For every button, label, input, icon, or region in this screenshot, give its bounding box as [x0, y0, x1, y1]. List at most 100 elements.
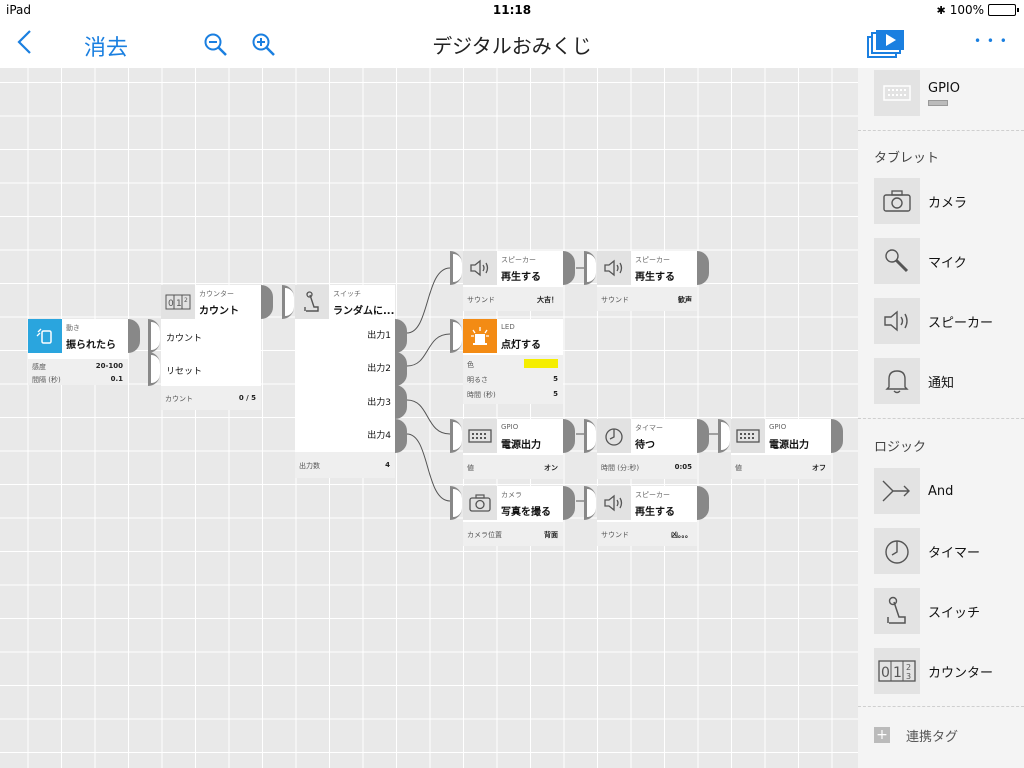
param-value[interactable]: オン — [544, 464, 558, 472]
divider — [858, 130, 1024, 131]
speaker1-out-port[interactable] — [563, 251, 575, 285]
switch-in-port[interactable] — [282, 285, 294, 319]
block-timer[interactable]: タイマー 待つ 時間 (分:秒)0:05 — [597, 419, 697, 479]
palette-label: And — [928, 483, 954, 499]
block-name: 点灯する — [501, 340, 541, 351]
block-speaker-2[interactable]: スピーカー 再生する サウンド歓声 — [597, 251, 697, 311]
palette-mic[interactable]: マイク — [874, 238, 967, 284]
block-gpio-2[interactable]: GPIO 電源出力 値オフ — [731, 419, 831, 479]
block-category: スピーカー — [501, 256, 536, 264]
speaker1-in-port[interactable] — [450, 251, 462, 285]
wire-switch-out2-led — [406, 333, 451, 367]
param-key: カメラ位置 — [467, 531, 502, 539]
speaker3-out-port[interactable] — [697, 486, 709, 520]
palette-label: カウンター — [928, 665, 994, 681]
param-value[interactable]: 0.1 — [110, 375, 123, 383]
back-button[interactable] — [14, 28, 34, 60]
block-name: 再生する — [501, 272, 541, 283]
param-key: 間隔 (秒) — [32, 376, 61, 384]
block-category: LED — [501, 323, 515, 331]
motion-out-port[interactable] — [128, 319, 140, 353]
wire-switch-out3-gpio — [406, 399, 451, 435]
block-name: カウント — [199, 306, 239, 317]
param-value[interactable]: 0 / 5 — [238, 394, 256, 402]
palette-gpio[interactable]: GPIO — [874, 70, 960, 116]
switch-out-port-4[interactable] — [395, 419, 407, 453]
param-value[interactable]: オフ — [812, 464, 826, 472]
param-value[interactable]: 20-100 — [95, 362, 123, 370]
block-params: サウンド大吉！ — [463, 287, 563, 311]
gpio-icon — [731, 419, 765, 453]
block-name: 再生する — [635, 272, 675, 283]
palette-timer[interactable]: タイマー — [874, 528, 980, 574]
switch-icon — [295, 285, 329, 319]
counter-out-port[interactable] — [261, 285, 273, 319]
palette-speaker[interactable]: スピーカー — [874, 298, 993, 344]
gpio2-in-port[interactable] — [718, 419, 730, 453]
zoom-in-button[interactable] — [251, 32, 277, 62]
speaker2-out-port[interactable] — [697, 251, 709, 285]
param-value[interactable]: 背面 — [544, 531, 558, 539]
param-value[interactable]: 凶。。。 — [671, 531, 692, 539]
svg-text:1: 1 — [176, 299, 182, 309]
camera-out-port[interactable] — [563, 486, 575, 520]
speaker3-in-port[interactable] — [584, 486, 596, 520]
input-label-count: カウント — [166, 334, 203, 344]
palette-notify[interactable]: 通知 — [874, 358, 954, 404]
clear-button[interactable]: 消去 — [84, 36, 129, 61]
switch-out-port-3[interactable] — [395, 385, 407, 419]
timer-out-port[interactable] — [697, 419, 709, 453]
counter-in-port-2[interactable] — [148, 352, 160, 386]
zoom-out-icon — [204, 33, 227, 56]
param-value[interactable]: 5 — [553, 375, 558, 383]
block-gpio-1[interactable]: GPIO 電源出力 値オン — [463, 419, 563, 479]
output-label-3: 出力3 — [367, 398, 391, 408]
speaker-icon — [597, 486, 631, 520]
gpio2-out-port[interactable] — [831, 419, 843, 453]
block-category: カメラ — [501, 491, 522, 499]
timer-in-port[interactable] — [584, 419, 596, 453]
param-value[interactable]: 0:05 — [674, 463, 692, 471]
param-value[interactable]: 大吉！ — [537, 296, 558, 304]
speaker2-in-port[interactable] — [584, 251, 596, 285]
svg-text:0: 0 — [168, 299, 174, 309]
svg-text:0: 0 — [881, 665, 890, 681]
camera-icon — [874, 178, 920, 224]
led-in-port[interactable] — [450, 319, 462, 353]
palette-switch[interactable]: スイッチ — [874, 588, 980, 634]
param-value[interactable]: 4 — [385, 461, 390, 469]
run-button[interactable] — [866, 29, 906, 63]
block-speaker-1[interactable]: スピーカー 再生する サウンド大吉！ — [463, 251, 563, 311]
param-value[interactable]: 5 — [553, 390, 558, 398]
color-swatch[interactable] — [524, 359, 558, 368]
section-tablet: タブレット — [874, 151, 940, 166]
plus-icon: + — [874, 727, 890, 743]
camera-in-port[interactable] — [450, 486, 462, 520]
block-camera[interactable]: カメラ 写真を撮る カメラ位置背面 — [463, 486, 563, 546]
gpio1-out-port[interactable] — [563, 419, 575, 453]
status-bar: iPad 11:18 ✱ 100% — [0, 0, 1024, 20]
param-value[interactable]: 歓声 — [678, 296, 692, 304]
counter-in-port-1[interactable] — [148, 319, 160, 353]
palette-label: タイマー — [928, 545, 981, 561]
shake-icon — [28, 319, 62, 353]
switch-out-port-2[interactable] — [395, 352, 407, 386]
palette-camera[interactable]: カメラ — [874, 178, 967, 224]
battery-percent: 100% — [949, 3, 984, 17]
more-button[interactable]: • • • — [974, 34, 1008, 48]
block-speaker-3[interactable]: スピーカー 再生する サウンド凶。。。 — [597, 486, 697, 546]
palette-add-tag[interactable]: + 連携タグ — [874, 712, 958, 758]
zoom-out-button[interactable] — [203, 32, 229, 62]
gpio-icon — [463, 419, 497, 453]
timer-icon — [597, 419, 631, 453]
gpio1-in-port[interactable] — [450, 419, 462, 453]
switch-out-port-1[interactable] — [395, 319, 407, 353]
palette-and[interactable]: And — [874, 468, 953, 514]
